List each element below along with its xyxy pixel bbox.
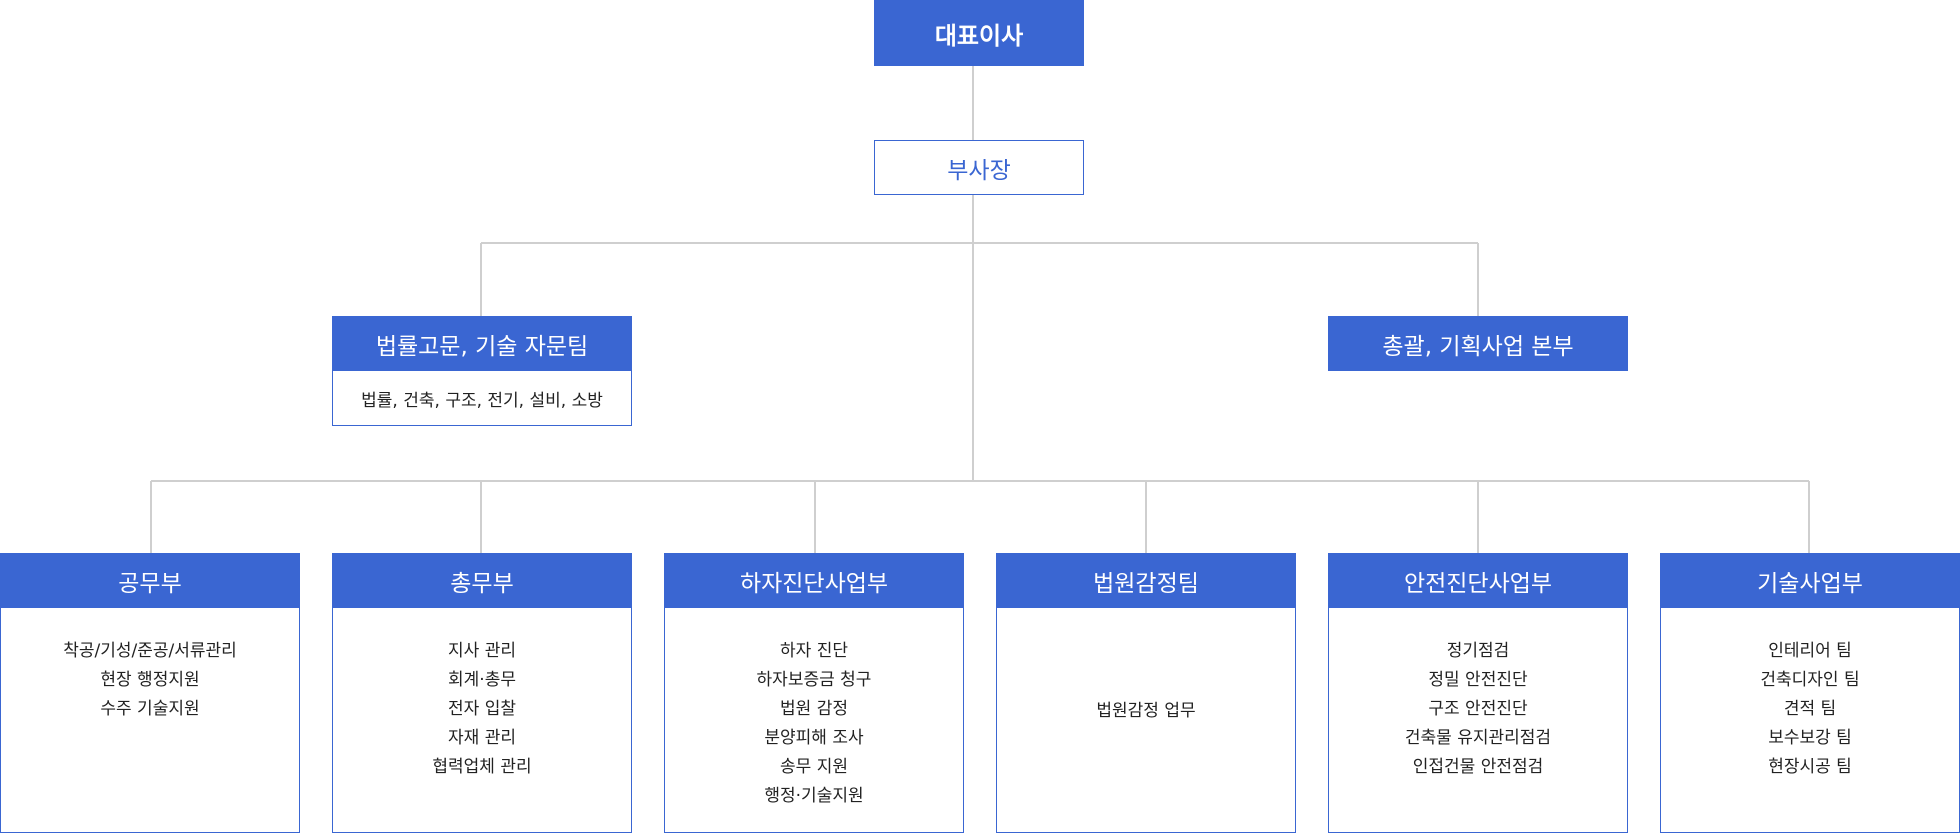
dept-duty-item: 하자보증금 청구 bbox=[756, 670, 872, 690]
dept-duty-item: 하자 진단 bbox=[780, 641, 848, 661]
dept-duty-item: 착공/기성/준공/서류관리 bbox=[63, 641, 237, 661]
dept-duty-item: 전자 입찰 bbox=[448, 699, 516, 719]
dept-duty-item: 지사 관리 bbox=[448, 641, 516, 661]
dept-duty-item: 인테리어 팀 bbox=[1768, 641, 1852, 661]
dept-duty-item: 행정·기술지원 bbox=[764, 786, 864, 806]
dept-duty-list: 인테리어 팀 건축디자인 팀 견적 팀 보수보강 팀 현장시공 팀 bbox=[1661, 637, 1959, 782]
dept-duty-item: 자재 관리 bbox=[448, 728, 516, 748]
advisory-members: 법률, 건축, 구조, 전기, 설비, 소방 bbox=[361, 390, 603, 411]
dept-duty-item: 송무 지원 bbox=[780, 757, 848, 777]
dept-duty-item: 협력업체 관리 bbox=[432, 757, 532, 777]
dept-duty-item: 인접건물 안전점검 bbox=[1412, 757, 1544, 777]
dept-duty-item: 정밀 안전진단 bbox=[1428, 670, 1528, 690]
dept-duty-item: 법원감정 업무 bbox=[1096, 701, 1196, 721]
dept-title: 기술사업부 bbox=[1660, 553, 1960, 608]
dept-title: 총무부 bbox=[332, 553, 632, 608]
dept-duty-list: 지사 관리 회계·총무 전자 입찰 자재 관리 협력업체 관리 bbox=[333, 637, 631, 782]
advisory-members-box: 법률, 건축, 구조, 전기, 설비, 소방 bbox=[332, 371, 632, 426]
dept-safety-diagnosis: 안전진단사업부 정기점검 정밀 안전진단 구조 안전진단 건축물 유지관리점검 … bbox=[1328, 553, 1628, 833]
dept-duty-list: 하자 진단 하자보증금 청구 법원 감정 분양피해 조사 송무 지원 행정·기술… bbox=[665, 637, 963, 811]
dept-duty-item: 건축물 유지관리점검 bbox=[1404, 728, 1552, 748]
dept-title: 공무부 bbox=[0, 553, 300, 608]
dept-duty-item: 보수보강 팀 bbox=[1768, 728, 1852, 748]
dept-duty-item: 정기점검 bbox=[1446, 641, 1510, 661]
dept-duty-item: 회계·총무 bbox=[448, 670, 516, 690]
dept-title: 법원감정팀 bbox=[996, 553, 1296, 608]
dept-duty-item: 구조 안전진단 bbox=[1428, 699, 1528, 719]
dept-duty-item: 수주 기술지원 bbox=[100, 699, 200, 719]
dept-duty-list: 정기점검 정밀 안전진단 구조 안전진단 건축물 유지관리점검 인접건물 안전점… bbox=[1329, 637, 1627, 782]
dept-duty-item: 견적 팀 bbox=[1783, 699, 1837, 719]
advisory-box: 법률고문, 기술 자문팀 bbox=[332, 316, 632, 371]
dept-duty-list: 법원감정 업무 bbox=[997, 697, 1295, 726]
dept-duty-list: 착공/기성/준공/서류관리 현장 행정지원 수주 기술지원 bbox=[1, 637, 299, 724]
ceo-box: 대표이사 bbox=[874, 0, 1084, 66]
dept-general-affairs: 총무부 지사 관리 회계·총무 전자 입찰 자재 관리 협력업체 관리 bbox=[332, 553, 632, 833]
dept-duty-item: 분양피해 조사 bbox=[764, 728, 864, 748]
vp-label: 부사장 bbox=[947, 157, 1011, 184]
ceo-label: 대표이사 bbox=[934, 21, 1024, 50]
dept-title: 하자진단사업부 bbox=[664, 553, 964, 608]
dept-title: 안전진단사업부 bbox=[1328, 553, 1628, 608]
planning-title: 총괄, 기획사업 본부 bbox=[1382, 333, 1574, 360]
dept-court-appraisal: 법원감정팀 법원감정 업무 bbox=[996, 553, 1296, 833]
dept-construction-admin: 공무부 착공/기성/준공/서류관리 현장 행정지원 수주 기술지원 bbox=[0, 553, 300, 833]
dept-defect-diagnosis: 하자진단사업부 하자 진단 하자보증금 청구 법원 감정 분양피해 조사 송무 … bbox=[664, 553, 964, 833]
dept-duty-item: 현장시공 팀 bbox=[1768, 757, 1852, 777]
dept-duty-item: 현장 행정지원 bbox=[100, 670, 200, 690]
advisory-title: 법률고문, 기술 자문팀 bbox=[375, 333, 589, 360]
dept-duty-item: 법원 감정 bbox=[780, 699, 848, 719]
vp-box: 부사장 bbox=[874, 140, 1084, 195]
dept-technical-business: 기술사업부 인테리어 팀 건축디자인 팀 견적 팀 보수보강 팀 현장시공 팀 bbox=[1660, 553, 1960, 833]
planning-box: 총괄, 기획사업 본부 bbox=[1328, 316, 1628, 371]
dept-duty-item: 건축디자인 팀 bbox=[1760, 670, 1860, 690]
